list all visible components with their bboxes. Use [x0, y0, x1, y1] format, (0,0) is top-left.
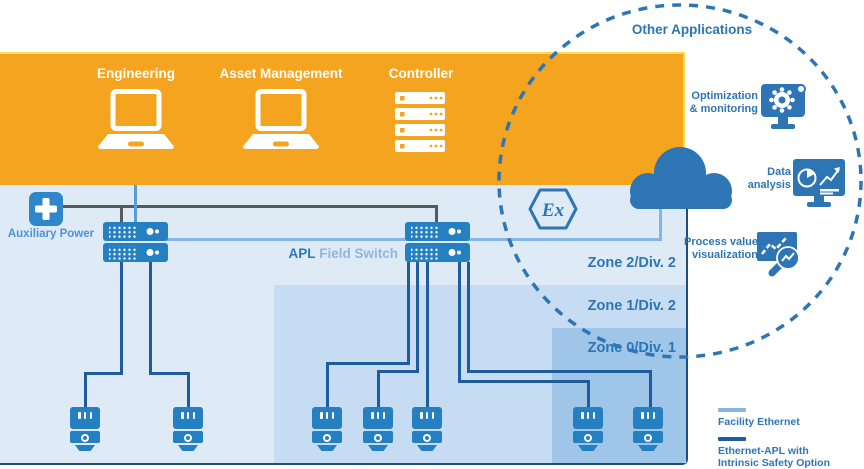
apl-wire: [149, 372, 190, 375]
field-device: [633, 407, 663, 453]
apl-wire: [84, 372, 123, 375]
field-device: [70, 407, 100, 453]
process-value-line: Process value: [684, 236, 758, 248]
optimization-monitoring-label: Optimization & monitoring: [648, 90, 758, 115]
facility-ethernet-label: Facility Ethernet: [718, 416, 800, 428]
chart-magnifier-icon: [757, 232, 800, 277]
apl-wire: [84, 372, 87, 407]
process-value-visualization-label: Process value visualization: [648, 236, 758, 261]
apl-wire: [458, 380, 590, 383]
aux-power-drop-right: [435, 205, 438, 224]
laptop-icon: [98, 89, 174, 149]
visualization-line: visualization: [691, 248, 758, 261]
apl-wire: [377, 370, 419, 373]
apl-wire: [407, 262, 410, 365]
laptop-icon: [243, 89, 319, 149]
zone-0-label: Zone 0/Div. 1: [587, 340, 676, 356]
apl-wire: [458, 262, 461, 383]
legend-item-facility-ethernet: Facility Ethernet: [718, 408, 858, 428]
apl-wire: [426, 262, 429, 407]
auxiliary-power-icon: [29, 192, 63, 226]
field-device: [363, 407, 393, 453]
apl-label-rest: Field Switch: [315, 246, 398, 261]
apl-label-bold: APL: [288, 246, 316, 261]
engineering-drop-line: [134, 185, 137, 224]
apl-field-switch-left: [103, 222, 168, 262]
apl-wire: [149, 262, 152, 375]
cloud-icon: [630, 147, 732, 209]
auxiliary-power-label: Auxiliary Power: [7, 228, 95, 240]
apl-wire: [326, 362, 329, 407]
apl-wire: [187, 372, 190, 407]
monitor-gear-icon: [761, 84, 806, 129]
aux-power-drop-left: [120, 205, 123, 224]
field-device: [312, 407, 342, 453]
field-device: [173, 407, 203, 453]
engineering-label: Engineering: [96, 66, 175, 81]
ex-marking-text: Ex: [541, 200, 565, 221]
field-device: [573, 407, 603, 453]
legend: Facility Ethernet Ethernet-APL with Intr…: [718, 408, 858, 469]
monitor-charts-icon: [793, 159, 845, 207]
apl-wire: [587, 380, 590, 407]
optimization-line: Optimization: [691, 90, 758, 102]
legend-item-ethernet-apl: Ethernet-APL with Intrinsic Safety Optio…: [718, 437, 858, 469]
ethernet-apl-label-line1: Ethernet-APL with: [718, 445, 809, 457]
other-applications-title: Other Applications: [631, 22, 753, 37]
server-icon: [395, 92, 445, 152]
aux-power-line: [63, 205, 438, 208]
apl-wire: [467, 262, 470, 373]
controller-label: Controller: [388, 66, 454, 81]
apl-field-switch-label: APL Field Switch: [288, 246, 398, 261]
monitoring-line: & monitoring: [689, 102, 758, 115]
apl-wire: [467, 370, 652, 373]
facility-ethernet-swatch: [718, 408, 746, 412]
apl-field-switch-right: [405, 222, 470, 262]
field-device: [412, 407, 442, 453]
ethernet-apl-label-line2: Intrinsic Safety Option: [718, 457, 831, 469]
ex-certification-icon: Ex: [528, 188, 578, 230]
asset-management-label: Asset Management: [219, 66, 343, 81]
apl-wire: [377, 370, 380, 407]
zone-1-label: Zone 1/Div. 2: [587, 298, 676, 314]
ethernet-apl-swatch: [718, 437, 746, 441]
apl-wire: [120, 262, 123, 375]
apl-wire: [416, 262, 419, 373]
apl-wire: [326, 362, 410, 365]
apl-wire: [649, 370, 652, 407]
